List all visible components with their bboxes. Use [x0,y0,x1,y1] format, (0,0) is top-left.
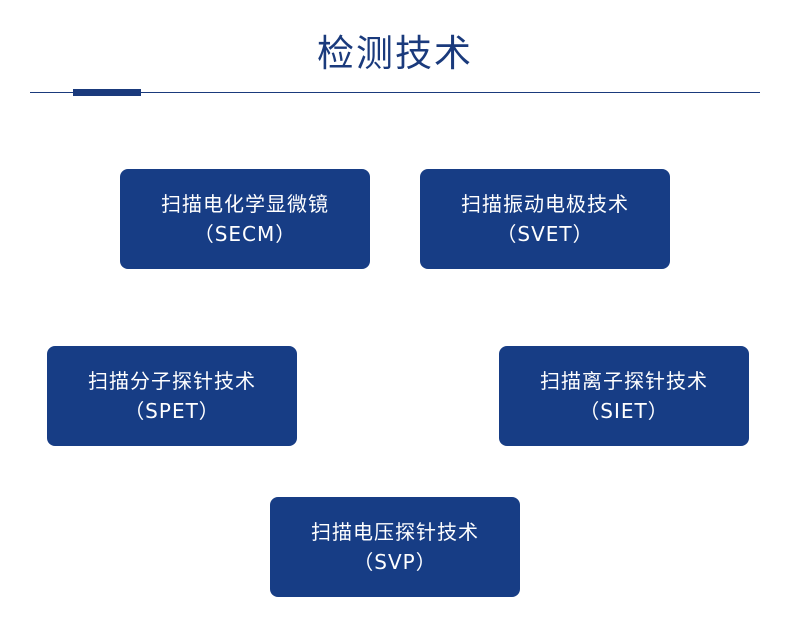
technique-abbr: （SPET） [124,399,220,423]
page-title: 检测技术 [317,32,473,75]
technique-abbr: （SVET） [496,222,594,246]
technique-name: 扫描离子探针技术 [540,369,708,393]
technique-name: 扫描电压探针技术 [311,520,479,544]
technique-name: 扫描振动电极技术 [461,192,629,216]
title-divider [30,92,760,93]
technique-box-svet: 扫描振动电极技术 （SVET） [420,169,670,269]
technique-name: 扫描分子探针技术 [88,369,256,393]
technique-abbr: （SECM） [193,222,297,246]
technique-box-secm: 扫描电化学显微镜 （SECM） [120,169,370,269]
technique-abbr: （SIET） [579,399,669,423]
technique-box-svp: 扫描电压探针技术 （SVP） [270,497,520,597]
title-accent-bar [73,89,141,96]
technique-abbr: （SVP） [353,550,437,574]
technique-name: 扫描电化学显微镜 [161,192,329,216]
technique-box-spet: 扫描分子探针技术 （SPET） [47,346,297,446]
technique-box-siet: 扫描离子探针技术 （SIET） [499,346,749,446]
